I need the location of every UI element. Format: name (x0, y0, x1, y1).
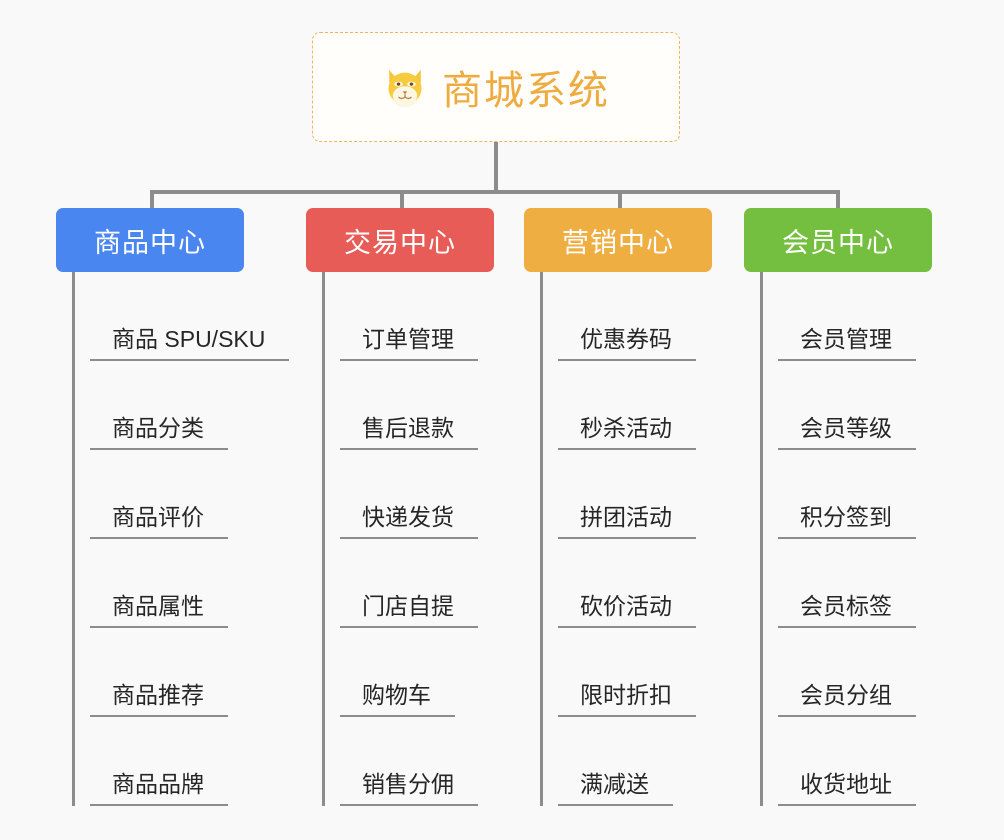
leaf-label: 商品品牌 (90, 771, 228, 806)
leaf-label: 会员管理 (778, 326, 916, 361)
category-label-0: 商品中心 (94, 227, 206, 258)
list-item[interactable]: 限时折扣 (540, 628, 754, 717)
connector-drop-2 (618, 190, 622, 208)
list-item[interactable]: 商品 SPU/SKU (72, 272, 290, 361)
list-item[interactable]: 商品属性 (72, 539, 286, 628)
connector-drop-1 (400, 190, 404, 208)
children-list-3: 会员管理 会员等级 积分签到 会员标签 会员分组 收货地址 (744, 272, 974, 806)
list-item[interactable]: 会员管理 (760, 272, 974, 361)
leaf-label: 商品属性 (90, 593, 228, 628)
branch-column-0: 商品中心 商品 SPU/SKU 商品分类 商品评价 商品属性 商品推荐 商品品牌 (56, 208, 290, 806)
list-item[interactable]: 积分签到 (760, 450, 974, 539)
connector-drop-0 (150, 190, 154, 208)
leaf-label: 会员等级 (778, 415, 916, 450)
children-list-2: 优惠券码 秒杀活动 拼团活动 砍价活动 限时折扣 满减送 (524, 272, 754, 806)
connector-drop-3 (836, 190, 840, 208)
list-item[interactable]: 会员分组 (760, 628, 974, 717)
list-item[interactable]: 拼团活动 (540, 450, 754, 539)
children-list-1: 订单管理 售后退款 快递发货 门店自提 购物车 销售分佣 (306, 272, 536, 806)
list-item[interactable]: 商品分类 (72, 361, 286, 450)
list-item[interactable]: 会员标签 (760, 539, 974, 628)
connector-trunk-vertical (494, 142, 498, 192)
list-item[interactable]: 优惠券码 (540, 272, 754, 361)
connector-trunk-horizontal (150, 190, 840, 194)
leaf-label: 砍价活动 (558, 593, 696, 628)
shiba-dog-face-icon (382, 64, 428, 110)
root-node[interactable]: 商城系统 (312, 32, 680, 142)
leaf-label: 秒杀活动 (558, 415, 696, 450)
leaf-label: 收货地址 (778, 771, 916, 806)
leaf-label: 商品评价 (90, 504, 228, 539)
list-item[interactable]: 商品推荐 (72, 628, 286, 717)
leaf-label: 购物车 (340, 682, 455, 717)
category-label-3: 会员中心 (782, 227, 894, 258)
list-item[interactable]: 会员等级 (760, 361, 974, 450)
list-item[interactable]: 砍价活动 (540, 539, 754, 628)
category-label-2: 营销中心 (562, 227, 674, 258)
branch-column-2: 营销中心 优惠券码 秒杀活动 拼团活动 砍价活动 限时折扣 满减送 (524, 208, 754, 806)
category-node-3[interactable]: 会员中心 (744, 208, 932, 272)
leaf-label: 拼团活动 (558, 504, 696, 539)
branch-column-3: 会员中心 会员管理 会员等级 积分签到 会员标签 会员分组 收货地址 (744, 208, 974, 806)
list-item[interactable]: 商品评价 (72, 450, 286, 539)
leaf-label: 会员分组 (778, 682, 916, 717)
leaf-label: 商品分类 (90, 415, 228, 450)
leaf-label: 订单管理 (340, 326, 478, 361)
leaf-label: 商品 SPU/SKU (90, 326, 290, 361)
leaf-label: 会员标签 (778, 593, 916, 628)
list-item[interactable]: 满减送 (540, 717, 754, 806)
category-label-1: 交易中心 (344, 227, 456, 258)
leaf-label: 满减送 (558, 771, 673, 806)
category-node-2[interactable]: 营销中心 (524, 208, 712, 272)
leaf-label: 销售分佣 (340, 771, 478, 806)
leaf-label: 门店自提 (340, 593, 478, 628)
list-item[interactable]: 秒杀活动 (540, 361, 754, 450)
category-node-1[interactable]: 交易中心 (306, 208, 494, 272)
leaf-label: 售后退款 (340, 415, 478, 450)
leaf-label: 商品推荐 (90, 682, 228, 717)
leaf-label: 快递发货 (340, 504, 478, 539)
children-list-0: 商品 SPU/SKU 商品分类 商品评价 商品属性 商品推荐 商品品牌 (56, 272, 290, 806)
list-item[interactable]: 售后退款 (322, 361, 536, 450)
list-item[interactable]: 销售分佣 (322, 717, 536, 806)
root-title: 商城系统 (442, 69, 610, 113)
branch-column-1: 交易中心 订单管理 售后退款 快递发货 门店自提 购物车 销售分佣 (306, 208, 536, 806)
list-item[interactable]: 快递发货 (322, 450, 536, 539)
list-item[interactable]: 收货地址 (760, 717, 974, 806)
leaf-label: 限时折扣 (558, 682, 696, 717)
category-node-0[interactable]: 商品中心 (56, 208, 244, 272)
list-item[interactable]: 商品品牌 (72, 717, 286, 806)
list-item[interactable]: 门店自提 (322, 539, 536, 628)
list-item[interactable]: 购物车 (322, 628, 536, 717)
leaf-label: 积分签到 (778, 504, 916, 539)
leaf-label: 优惠券码 (558, 326, 696, 361)
list-item[interactable]: 订单管理 (322, 272, 536, 361)
